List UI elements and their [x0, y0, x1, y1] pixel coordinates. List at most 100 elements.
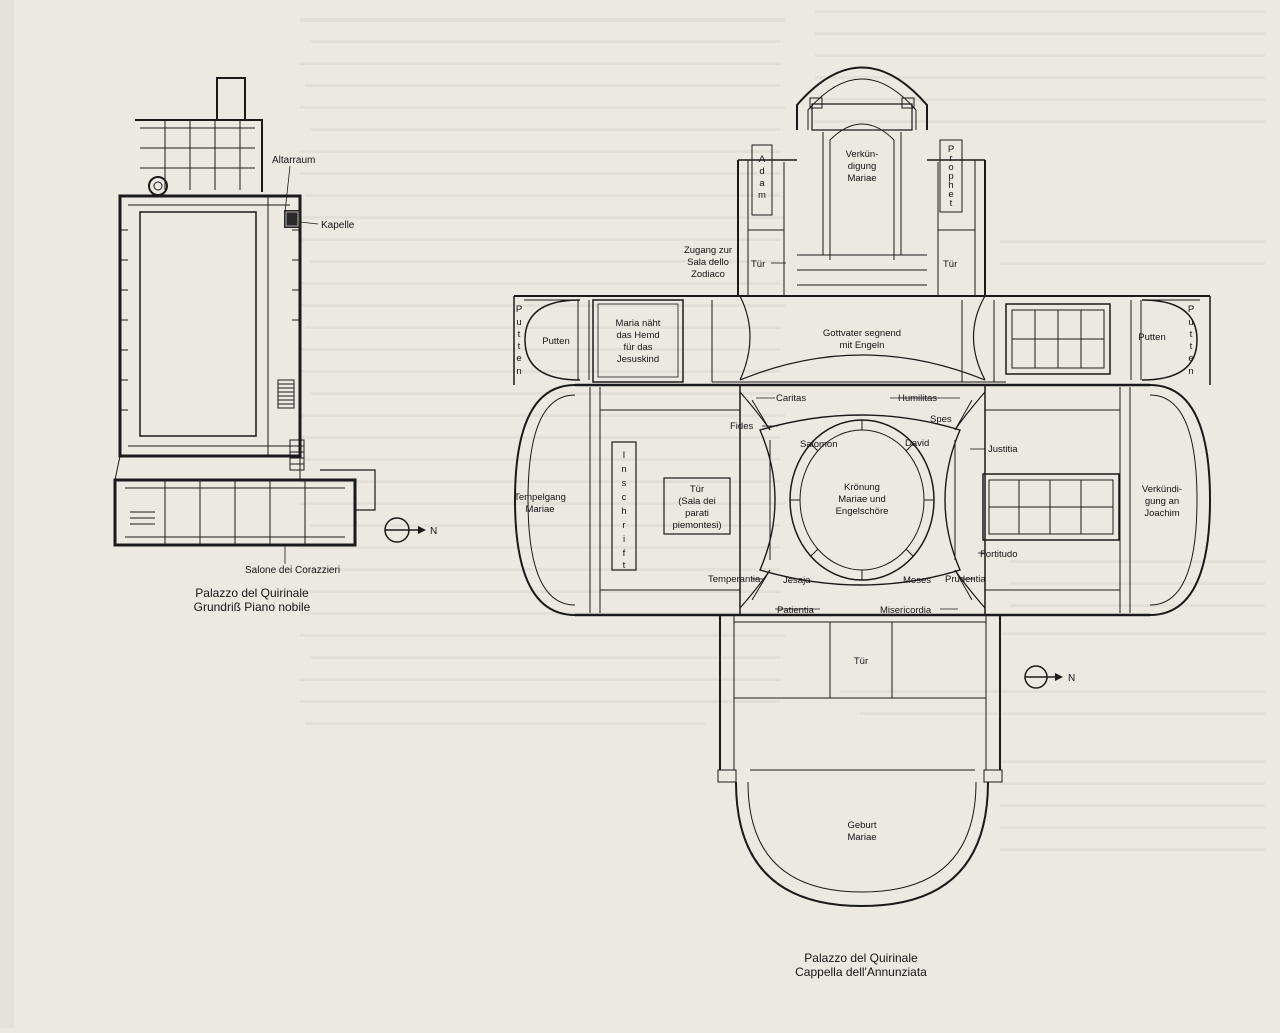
svg-text:t: t	[518, 329, 521, 340]
label-gottvater: Gottvater segnend mit Engeln	[823, 328, 901, 351]
label-temperantia: Temperantia	[708, 574, 761, 585]
svg-text:mit Engeln: mit Engeln	[840, 340, 885, 351]
svg-text:Krönung: Krönung	[844, 482, 880, 493]
svg-text:Mariae: Mariae	[847, 832, 876, 843]
label-caritas: Caritas	[776, 393, 806, 404]
svg-text:Sala dello: Sala dello	[687, 257, 729, 268]
svg-text:Zodiaco: Zodiaco	[691, 269, 725, 280]
svg-text:Maria näht: Maria näht	[616, 318, 661, 329]
chapel-plan	[513, 66, 1212, 908]
label-zugang: Zugang zur Sala dello Zodiaco	[684, 245, 732, 280]
label-tuer-sala-parati: Tür (Sala dei parati piemontesi)	[672, 484, 721, 531]
svg-text:e: e	[948, 189, 953, 200]
label-maria-naeht: Maria näht das Hemd für das Jesuskind	[616, 318, 661, 365]
svg-text:das Hemd: das Hemd	[616, 330, 659, 341]
svg-text:s: s	[622, 478, 627, 489]
label-jesaja: Jesaja	[783, 575, 811, 586]
label-david: David	[905, 438, 929, 449]
svg-text:d: d	[759, 166, 764, 177]
svg-text:i: i	[623, 534, 625, 545]
svg-text:Tempelgang: Tempelgang	[514, 492, 566, 503]
north-label: N	[430, 526, 437, 537]
svg-text:t: t	[518, 341, 521, 352]
svg-text:h: h	[948, 180, 953, 191]
svg-text:P: P	[1188, 304, 1194, 315]
label-moses: Moses	[903, 575, 931, 586]
svg-text:piemontesi): piemontesi)	[672, 520, 721, 531]
svg-text:m: m	[758, 190, 766, 201]
chapel-caption-line2: Cappella dell'Annunziata	[795, 965, 927, 979]
svg-text:parati: parati	[685, 508, 709, 519]
label-fides: Fides	[730, 421, 753, 432]
label-misericordia: Misericordia	[880, 605, 932, 616]
svg-text:digung: digung	[848, 161, 877, 172]
svg-text:n: n	[1188, 366, 1193, 377]
label-salomon: Salomon	[800, 439, 838, 450]
svg-text:Verkündi-: Verkündi-	[1142, 484, 1182, 495]
svg-text:t: t	[623, 560, 626, 571]
palazzo-floor-plan: N Altarraum Kapelle Salone dei Corazzier…	[113, 77, 437, 614]
svg-text:r: r	[949, 153, 952, 164]
svg-text:gung an: gung an	[1145, 496, 1179, 507]
svg-text:Jesuskind: Jesuskind	[617, 354, 659, 365]
svg-text:e: e	[1188, 353, 1193, 364]
label-putten-right: Putten	[1138, 332, 1165, 343]
label-verkuendigung-mariae: Verkün- digung Mariae	[846, 149, 879, 184]
svg-text:(Sala dei: (Sala dei	[678, 496, 716, 507]
svg-text:f: f	[623, 548, 626, 559]
svg-text:Engelschöre: Engelschöre	[836, 506, 889, 517]
svg-text:u: u	[516, 317, 521, 328]
label-fortitudo: Fortitudo	[980, 549, 1018, 560]
label-putten-left: Putten	[542, 336, 569, 347]
svg-text:Gottvater segnend: Gottvater segnend	[823, 328, 901, 339]
label-prophet: P r o p h e t	[948, 144, 954, 209]
label-justitia: Justitia	[988, 444, 1018, 455]
chapel-caption-line1: Palazzo del Quirinale	[804, 951, 918, 965]
svg-text:für das: für das	[623, 342, 652, 353]
svg-text:t: t	[1190, 329, 1193, 340]
label-tempelgang: Tempelgang Mariae	[514, 492, 566, 515]
label-tuer-right: Tür	[943, 259, 957, 270]
north-label-chapel: N	[1068, 673, 1075, 684]
svg-text:P: P	[516, 304, 522, 315]
left-caption-line2: Grundriß Piano nobile	[194, 600, 311, 614]
svg-text:p: p	[948, 171, 953, 182]
svg-text:t: t	[950, 198, 953, 209]
label-tuer-bottom: Tür	[854, 656, 868, 667]
svg-text:n: n	[621, 464, 626, 475]
svg-text:u: u	[1188, 317, 1193, 328]
label-kroenung: Krönung Mariae und Engelschöre	[836, 482, 889, 517]
svg-text:P: P	[948, 144, 954, 155]
svg-text:Geburt: Geburt	[847, 820, 876, 831]
svg-text:h: h	[621, 506, 626, 517]
svg-text:t: t	[1190, 341, 1193, 352]
svg-text:e: e	[516, 353, 521, 364]
label-prudentia: Prudentia	[945, 574, 986, 585]
label-kapelle: Kapelle	[321, 220, 355, 231]
svg-text:Mariae: Mariae	[525, 504, 554, 515]
label-spes: Spes	[930, 414, 952, 425]
label-putten-left-vertical: P u t t e n	[516, 304, 522, 377]
label-tuer-left: Tür	[751, 259, 765, 270]
label-salone: Salone dei Corazzieri	[245, 565, 340, 576]
svg-text:Tür: Tür	[690, 484, 704, 495]
label-adam: A d a m	[758, 154, 766, 201]
label-altarraum: Altarraum	[272, 155, 315, 166]
svg-text:r: r	[622, 520, 625, 531]
svg-text:Joachim: Joachim	[1144, 508, 1179, 519]
svg-text:a: a	[759, 178, 765, 189]
svg-text:Verkün-: Verkün-	[846, 149, 879, 160]
north-arrow-left: N	[384, 517, 437, 543]
left-caption-line1: Palazzo del Quirinale	[195, 586, 309, 600]
svg-text:n: n	[516, 366, 521, 377]
label-inschrift: I n s c h r i f t	[621, 450, 626, 571]
label-geburt-mariae: Geburt Mariae	[847, 820, 876, 843]
svg-text:I: I	[623, 450, 626, 461]
svg-text:Zugang zur: Zugang zur	[684, 245, 732, 256]
label-patientia: Patientia	[777, 605, 815, 616]
svg-text:c: c	[622, 492, 627, 503]
label-humilitas: Humilitas	[898, 393, 937, 404]
